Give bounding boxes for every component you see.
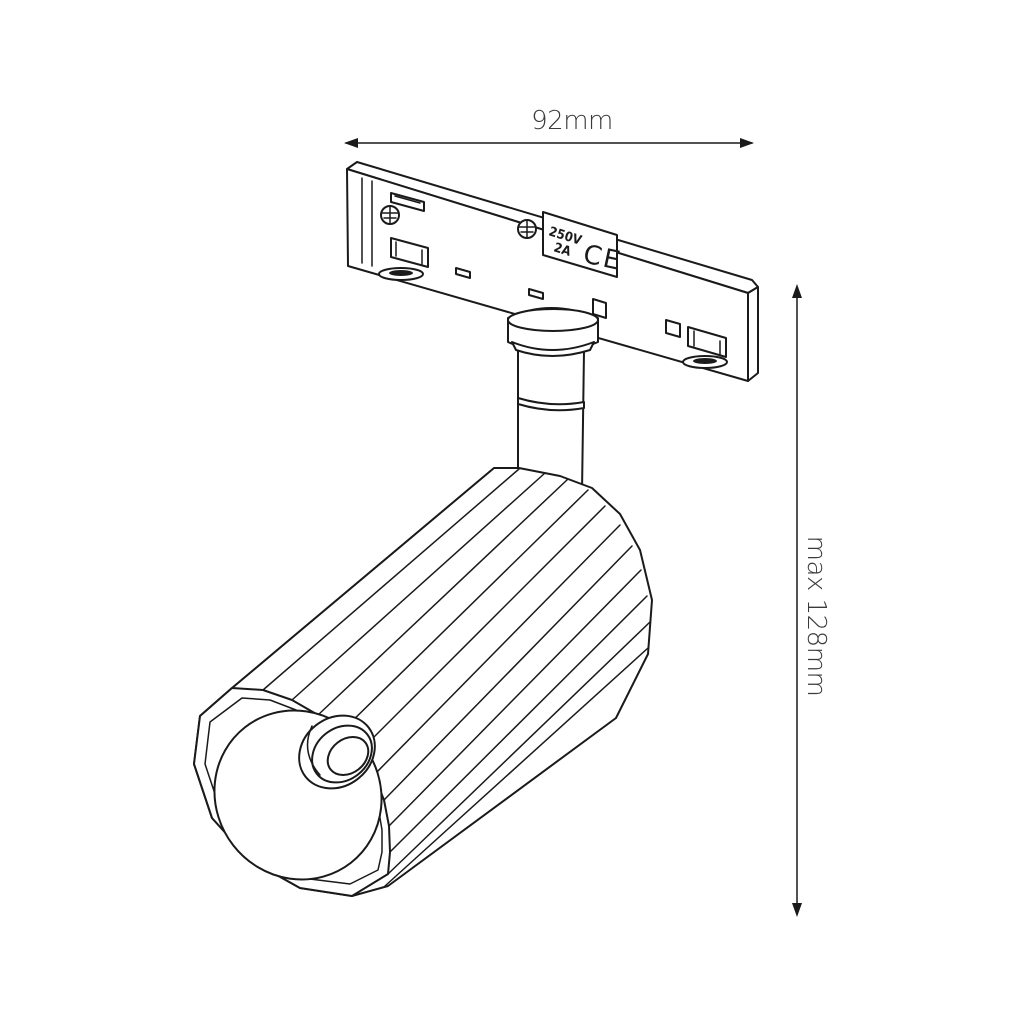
height-dimension-label: max 128mm [801, 536, 831, 697]
mounting-stem [507, 307, 599, 493]
spotlight-body [193, 467, 653, 897]
adapter-slots [390, 192, 727, 358]
track-adapter: 250V 2A CE [346, 161, 759, 382]
lens [298, 714, 376, 790]
width-dimension-label: 92mm [531, 106, 613, 136]
width-dimension: 92mm [344, 106, 754, 148]
height-dimension: max 128mm [792, 284, 831, 917]
ground-symbol-icon [380, 205, 400, 225]
current-rating: 2A [552, 240, 573, 259]
body-flutes [231, 467, 651, 887]
ground-symbol-icon [517, 219, 537, 239]
